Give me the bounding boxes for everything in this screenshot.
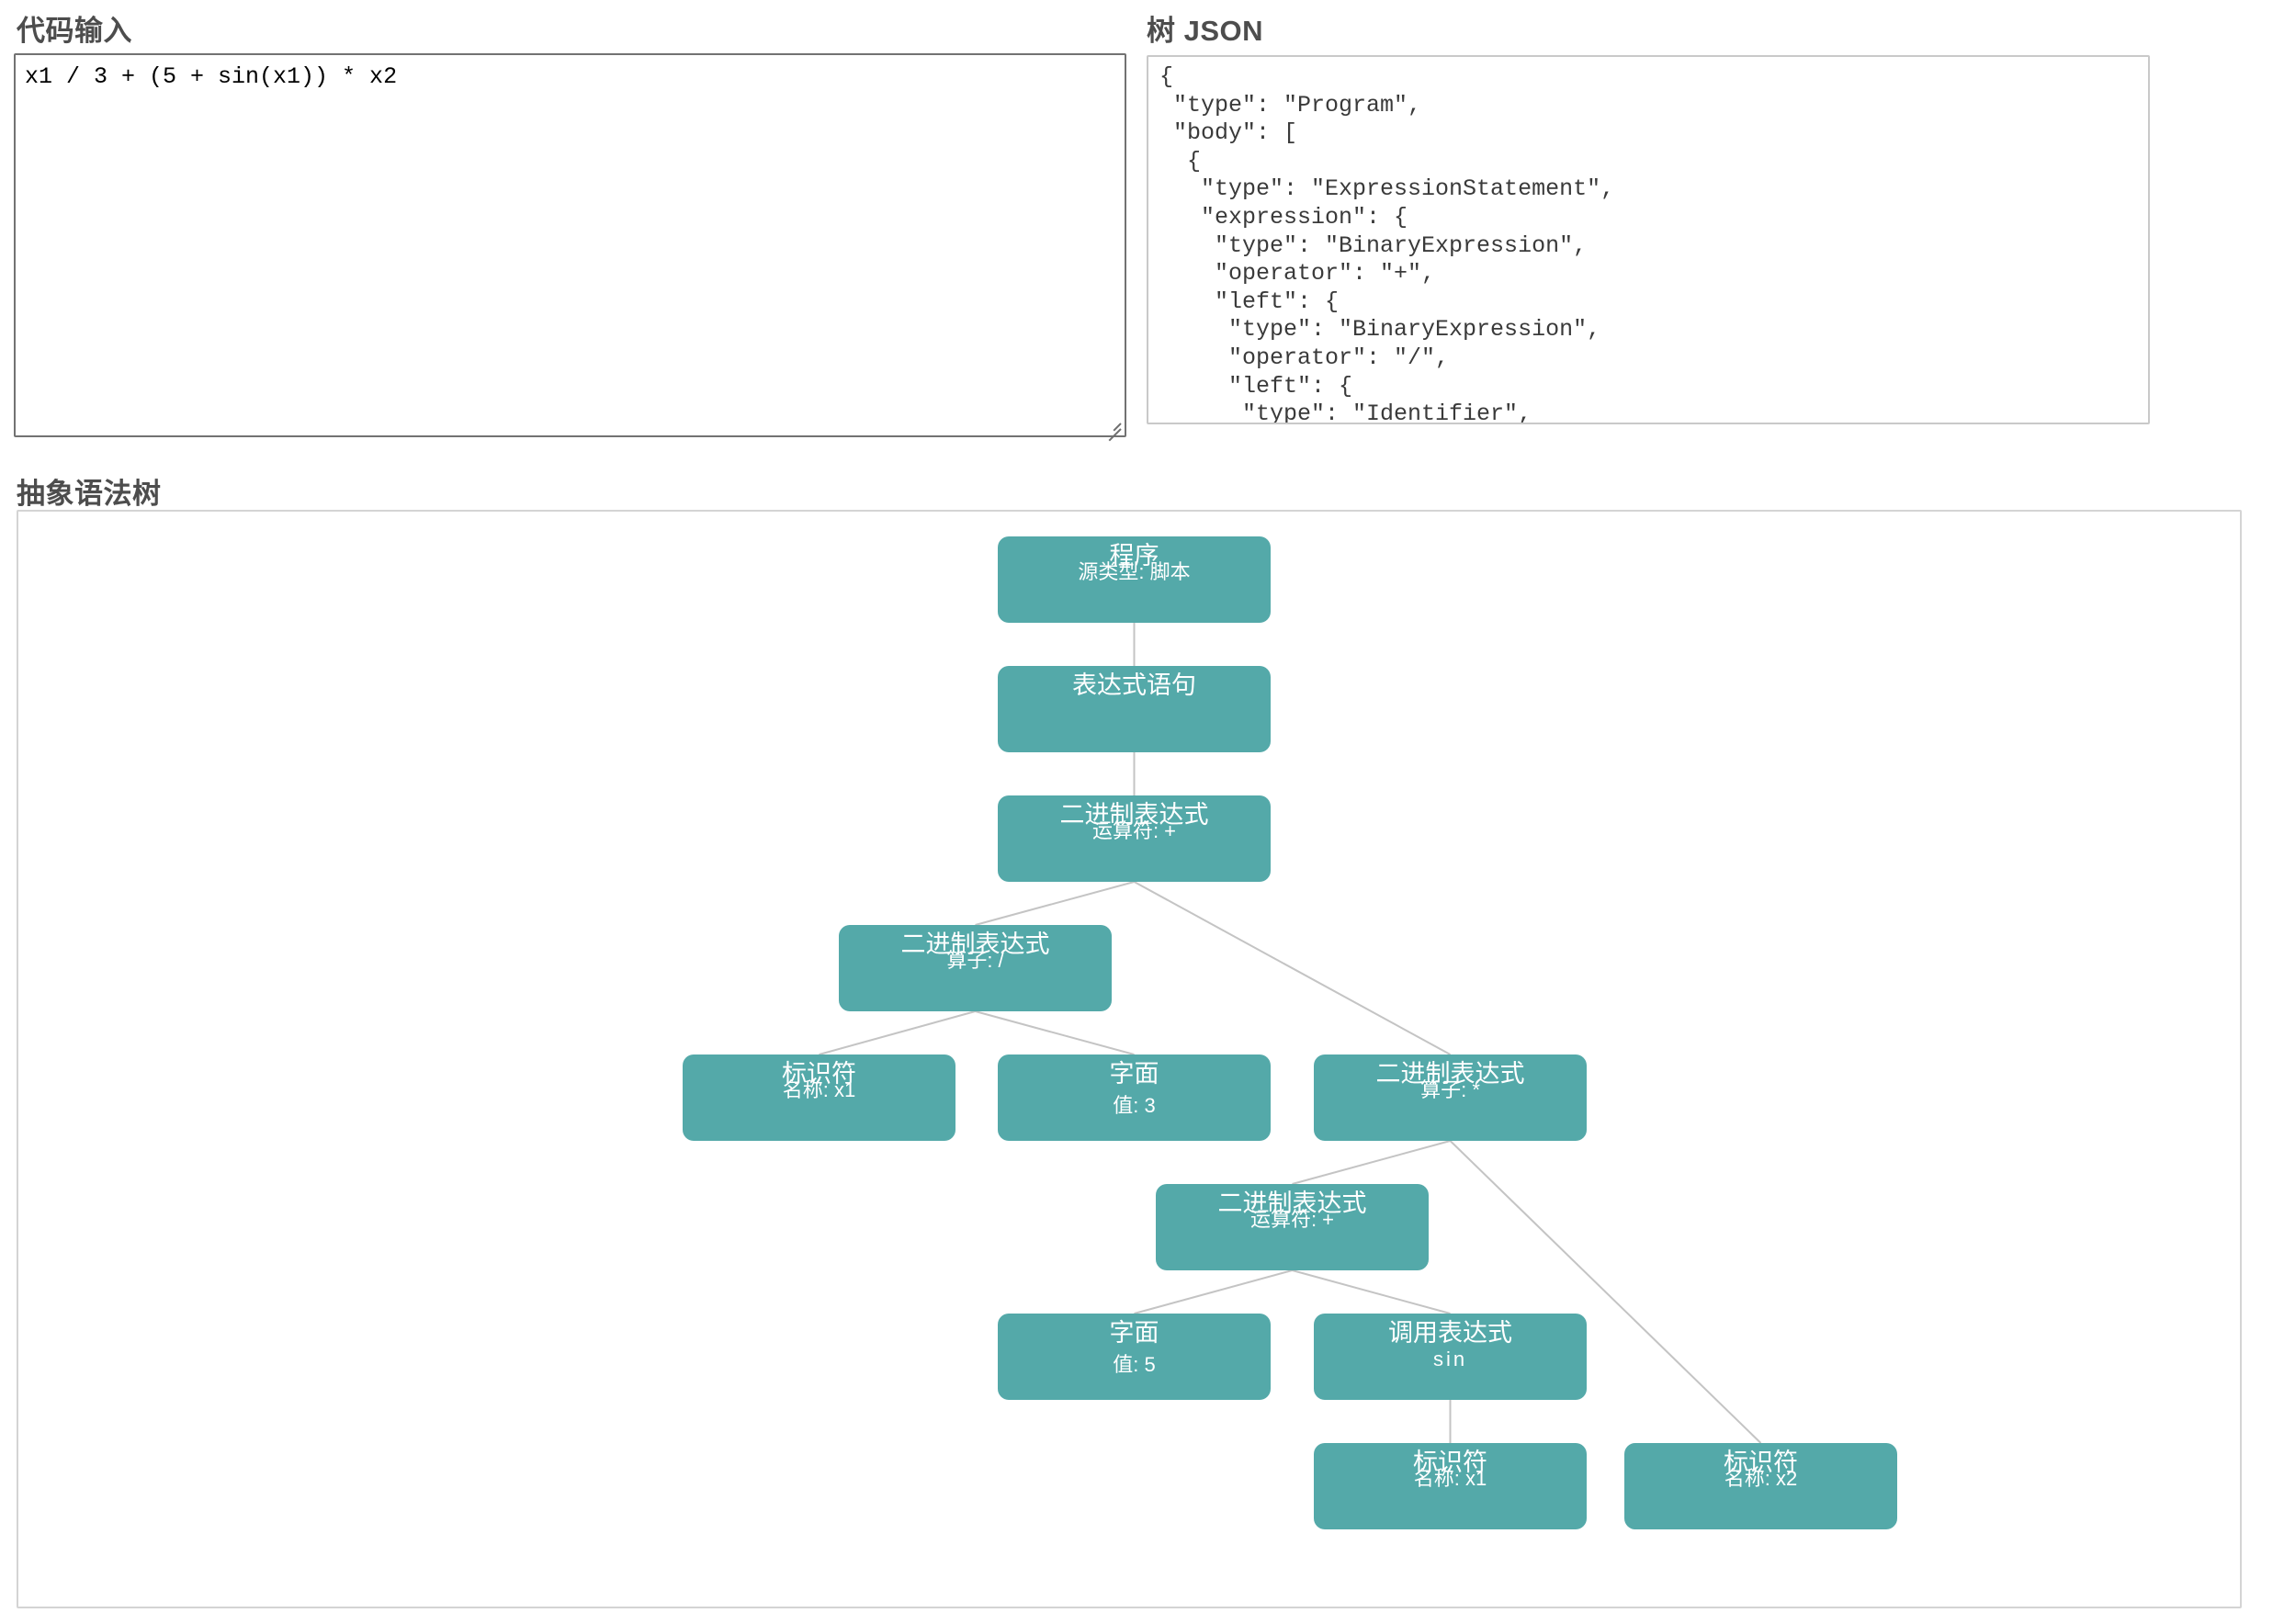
ast-edge <box>1449 1140 1762 1444</box>
ast-node-detail-label: 名称: x2 <box>1724 1467 1798 1490</box>
ast-node-type-label: 字面 <box>1109 1060 1159 1088</box>
ast-edge <box>1134 1269 1293 1314</box>
ast-node-type-label: 表达式语句 <box>1072 671 1196 699</box>
ast-edge <box>1292 1140 1451 1185</box>
ast-node-detail-label: 源类型: 脚本 <box>1078 560 1191 583</box>
ast-node-bindiv[interactable]: 二进制表达式算子: / <box>839 925 1112 1011</box>
ast-edge <box>1134 881 1451 1055</box>
code-input-textarea[interactable] <box>14 53 1126 437</box>
ast-node-type-label: 程序 <box>1109 542 1159 570</box>
ast-node-type-label: 调用表达式 <box>1388 1319 1512 1347</box>
ast-node-type-label: 二进制表达式 <box>1217 1190 1367 1217</box>
ast-node-program[interactable]: 程序源类型: 脚本 <box>998 536 1271 623</box>
tree-json-panel[interactable]: { "type": "Program", "body": [ { "type":… <box>1147 55 2150 424</box>
ast-node-detail-label: 名称: x1 <box>782 1078 856 1101</box>
ast-node-detail-label: 值: 5 <box>1113 1353 1156 1376</box>
ast-node-idx1b[interactable]: 标识符名称: x1 <box>1314 1443 1587 1529</box>
ast-panel[interactable]: 程序源类型: 脚本表达式语句二进制表达式运算符: +二进制表达式算子: /标识符… <box>17 510 2242 1608</box>
ast-node-binplus2[interactable]: 二进制表达式运算符: + <box>1156 1184 1429 1270</box>
ast-node-detail-label: 算子: * <box>1420 1078 1480 1101</box>
ast-node-idx1a[interactable]: 标识符名称: x1 <box>683 1054 955 1141</box>
code-input-heading: 代码输入 <box>17 15 132 47</box>
ast-node-idx2[interactable]: 标识符名称: x2 <box>1624 1443 1897 1529</box>
ast-node-lit3[interactable]: 字面值: 3 <box>998 1054 1271 1141</box>
ast-edge <box>975 1010 1135 1055</box>
ast-node-binplus[interactable]: 二进制表达式运算符: + <box>998 795 1271 882</box>
ast-node-exprstmt[interactable]: 表达式语句 <box>998 666 1271 752</box>
ast-node-detail-label: 运算符: + <box>1091 819 1177 842</box>
ast-node-type-label: 二进制表达式 <box>1375 1060 1525 1088</box>
ast-canvas: 程序源类型: 脚本表达式语句二进制表达式运算符: +二进制表达式算子: /标识符… <box>18 512 2240 1607</box>
ast-node-type-label: 标识符 <box>782 1060 856 1088</box>
ast-node-detail-label: sin <box>1432 1348 1468 1370</box>
ast-node-type-label: 标识符 <box>1724 1449 1798 1476</box>
ast-node-lit5[interactable]: 字面值: 5 <box>998 1314 1271 1400</box>
ast-edge <box>819 1010 976 1055</box>
ast-edge-layer <box>819 623 1762 1444</box>
ast-node-type-label: 二进制表达式 <box>900 930 1050 958</box>
ast-node-type-label: 字面 <box>1109 1319 1159 1347</box>
ast-edge <box>1292 1269 1451 1314</box>
ast-node-type-label: 二进制表达式 <box>1059 801 1209 829</box>
ast-heading: 抽象语法树 <box>17 478 162 510</box>
ast-edge <box>975 881 1135 926</box>
ast-node-type-label: 标识符 <box>1413 1449 1487 1476</box>
ast-node-detail-label: 值: 3 <box>1113 1094 1156 1117</box>
ast-node-detail-label: 名称: x1 <box>1413 1467 1487 1490</box>
tree-json-content: { "type": "Program", "body": [ { "type":… <box>1159 63 1615 424</box>
ast-node-detail-label: 算子: / <box>946 949 1004 972</box>
ast-node-detail-label: 运算符: + <box>1249 1208 1335 1231</box>
tree-json-heading: 树 JSON <box>1147 15 1264 47</box>
ast-node-binmul[interactable]: 二进制表达式算子: * <box>1314 1054 1587 1141</box>
